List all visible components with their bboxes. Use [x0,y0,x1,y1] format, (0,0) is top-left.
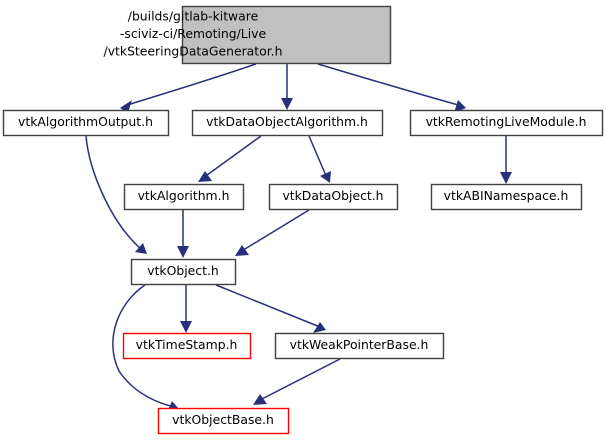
node-vtkDataObjectAlgorithm[interactable]: vtkDataObjectAlgorithm.h [191,109,384,137]
node-label-vtkDataObjectAlgorithm: vtkDataObjectAlgorithm.h [206,114,368,129]
node-label-vtkABINamespace: vtkABINamespace.h [444,188,569,203]
edge-root-to-vtkRemotingLiveModule [317,63,463,107]
node-label-vtkAlgorithmOutput: vtkAlgorithmOutput.h [18,114,153,129]
edge-vtkObject-to-vtkWeakPointerBase [215,284,321,328]
node-vtkWeakPointerBase[interactable]: vtkWeakPointerBase.h [274,332,445,360]
edge-vtkDataObject-to-vtkObject [239,209,310,253]
edge-vtkDataObjectAlgorithm-to-vtkDataObject [308,135,328,179]
node-box-vtkDataObject [268,183,399,211]
edge-layer [85,63,512,412]
node-label-vtkWeakPointerBase: vtkWeakPointerBase.h [290,337,429,352]
edge-vtkDataObjectAlgorithm-to-vtkAlgorithm [202,135,262,179]
node-label-vtkObject: vtkObject.h [147,263,219,278]
node-label-vtkTimeStamp: vtkTimeStamp.h [136,337,238,352]
node-label-root: /builds/gitlab-kitware [128,9,258,24]
node-label-vtkRemotingLiveModule: vtkRemotingLiveModule.h [426,114,587,129]
arrowhead-vtkObject-to-vtkWeakPointerBase [313,322,326,333]
node-vtkDataObject[interactable]: vtkDataObject.h [268,183,399,211]
node-box-vtkObject [130,258,237,286]
node-box-vtkAlgorithm [123,183,245,211]
node-box-vtkTimeStamp [122,332,252,360]
node-vtkRemotingLiveModule[interactable]: vtkRemotingLiveModule.h [409,109,604,137]
node-vtkAlgorithmOutput[interactable]: vtkAlgorithmOutput.h [2,109,170,137]
node-root[interactable]: /builds/gitlab-kitware -sciviz-ci/Remotin… [104,5,392,65]
node-box-vtkObjectBase [157,407,290,435]
edge-vtkWeakPointerBase-to-vtkObjectBase [257,358,341,402]
node-box-vtkABINamespace [430,183,583,211]
edge-vtkAlgorithmOutput-to-vtkObject [85,135,143,251]
node-vtkABINamespace[interactable]: vtkABINamespace.h [430,183,583,211]
arrowhead-root-to-vtkDataObjectAlgorithm [281,98,293,110]
arrowhead-root-to-vtkAlgorithmOutput [120,100,132,113]
arrowhead-vtkDataObjectAlgorithm-to-vtkAlgorithm [198,171,212,182]
node-label-vtkObjectBase: vtkObjectBase.h [172,412,274,427]
node-vtkTimeStamp[interactable]: vtkTimeStamp.h [122,332,252,360]
node-vtkObjectBase[interactable]: vtkObjectBase.h [157,407,290,435]
arrowhead-vtkWeakPointerBase-to-vtkObjectBase [253,394,267,405]
node-label-root: /vtkSteeringDataGenerator.h [104,44,283,59]
node-vtkAlgorithm[interactable]: vtkAlgorithm.h [123,183,245,211]
arrowhead-vtkAlgorithmOutput-to-vtkObject [135,243,147,254]
edge-root-to-vtkAlgorithmOutput [123,63,257,107]
arrowhead-vtkAlgorithm-to-vtkObject [177,246,189,258]
arrowhead-vtkRemotingLiveModule-to-vtkABINamespace [500,172,512,184]
node-box-vtkWeakPointerBase [274,332,445,360]
arrowhead-vtkDataObject-to-vtkObject [235,245,249,256]
arrowhead-vtkObject-to-vtkTimeStamp [180,321,192,333]
node-box-root [181,5,392,65]
node-vtkObject[interactable]: vtkObject.h [130,258,237,286]
edge-vtkObject-to-vtkObjectBase [112,284,175,408]
arrowhead-root-to-vtkRemotingLiveModule [454,100,466,113]
node-box-vtkAlgorithmOutput [2,109,170,137]
node-layer: /builds/gitlab-kitware -sciviz-ci/Remotin… [2,5,604,435]
arrowhead-vtkDataObjectAlgorithm-to-vtkDataObject [320,171,331,183]
node-box-vtkDataObjectAlgorithm [191,109,384,137]
node-label-vtkDataObject: vtkDataObject.h [282,188,383,203]
node-label-vtkAlgorithm: vtkAlgorithm.h [138,188,230,203]
node-label-root: -sciviz-ci/Remoting/Live [120,26,266,41]
node-box-vtkRemotingLiveModule [409,109,604,137]
